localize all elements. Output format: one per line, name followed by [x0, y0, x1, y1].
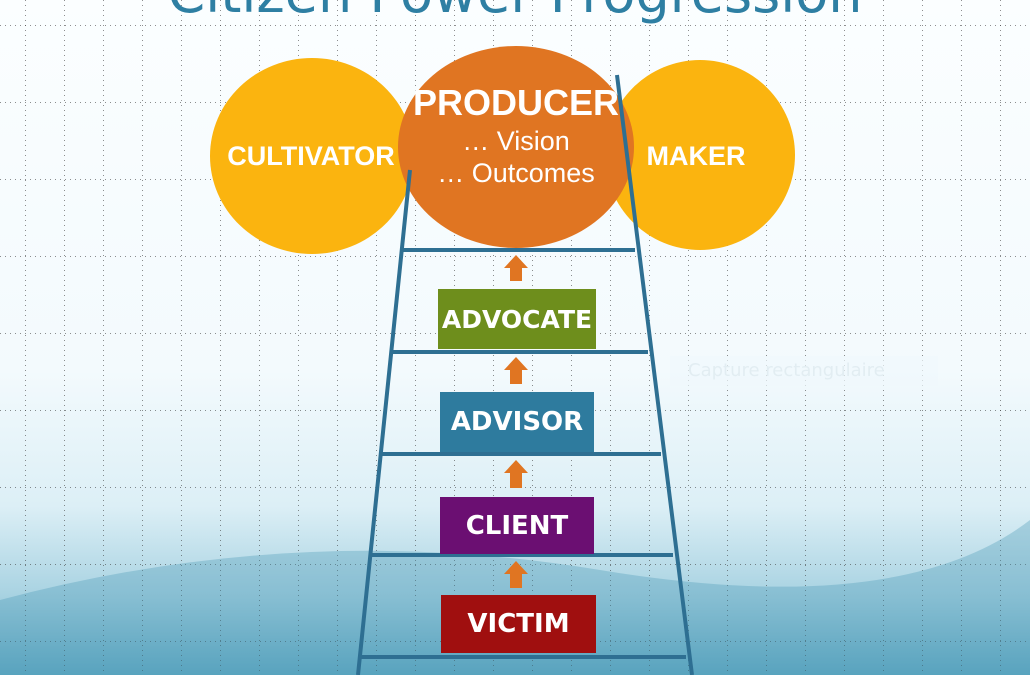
cultivator-circle: [210, 58, 414, 254]
capture-overlay-label: Capture rectangulaire: [670, 356, 938, 386]
producer-outcomes: … Outcomes: [437, 158, 595, 188]
maker-circle: [605, 60, 795, 250]
up-arrow-icon: [504, 357, 528, 384]
up-arrow-icon: [504, 255, 528, 281]
ladder: [356, 74, 694, 675]
producer-vision: … Vision: [462, 126, 570, 156]
ladder-left-rail: [356, 169, 412, 675]
ladder-right-rail: [615, 74, 694, 675]
maker-label: MAKER: [646, 141, 746, 171]
slide-title: Citizen Power Progression: [0, 0, 1030, 25]
advocate-box: ADVOCATE: [438, 289, 596, 349]
up-arrow-icon: [504, 460, 528, 488]
up-arrow-icon: [504, 561, 528, 588]
advisor-box: ADVISOR: [440, 392, 594, 452]
producer-circle: [398, 46, 634, 248]
client-box: CLIENT: [440, 497, 594, 554]
victim-box: VICTIM: [441, 595, 596, 653]
cultivator-label: CULTIVATOR: [227, 141, 395, 171]
producer-label: PRODUCER: [412, 82, 619, 123]
